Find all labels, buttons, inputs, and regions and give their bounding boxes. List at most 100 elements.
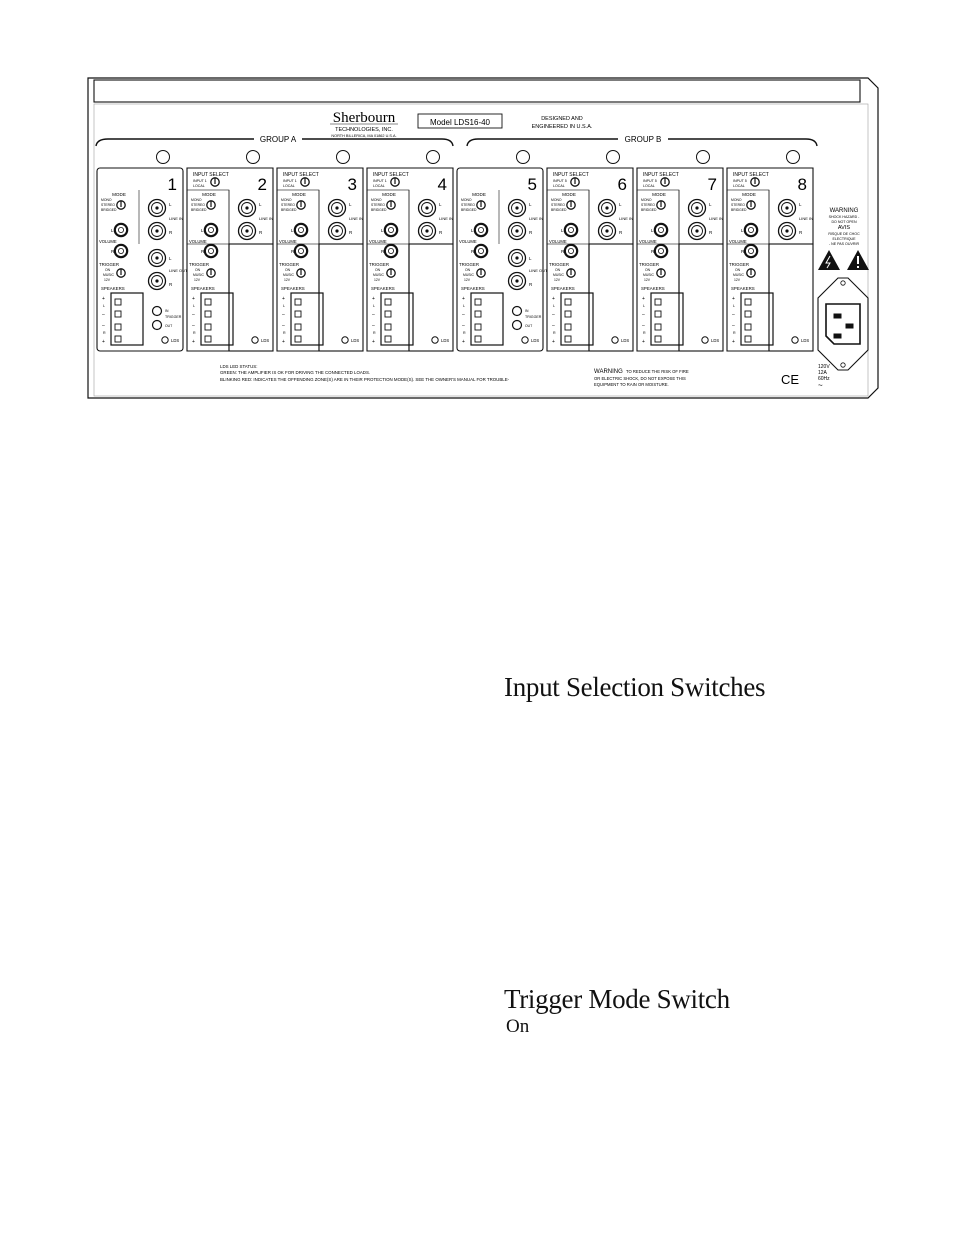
mount-screw bbox=[786, 150, 800, 164]
line-in-l-jack[interactable] bbox=[777, 198, 797, 218]
speaker-terminal-block[interactable] bbox=[110, 292, 144, 346]
line-in-r-jack[interactable] bbox=[597, 221, 617, 241]
speaker-plus-label: + bbox=[552, 296, 555, 302]
input-select-switch[interactable] bbox=[300, 177, 310, 187]
mount-screw bbox=[246, 150, 260, 164]
mode-switch[interactable] bbox=[566, 200, 576, 210]
line-in-label: LINE IN bbox=[439, 216, 453, 221]
line-out-r-jack[interactable] bbox=[147, 271, 167, 291]
speaker-terminal-block[interactable] bbox=[650, 292, 684, 346]
volume-r-knob[interactable] bbox=[563, 243, 579, 259]
line-in-r-jack[interactable] bbox=[777, 221, 797, 241]
line-out-r-label: R bbox=[529, 282, 533, 287]
line-in-r-jack[interactable] bbox=[237, 221, 257, 241]
speaker-minus-label: – bbox=[642, 312, 645, 318]
speaker-terminal-block[interactable] bbox=[560, 292, 594, 346]
trigger-mode-switch[interactable] bbox=[116, 268, 126, 278]
volume-l-knob[interactable] bbox=[113, 222, 129, 238]
mode-label: MODE bbox=[202, 192, 216, 197]
speaker-plus-label-2: + bbox=[102, 339, 105, 345]
power-inlet[interactable] bbox=[817, 277, 869, 371]
panel-frame bbox=[87, 77, 879, 399]
input-source-label: INPUT 1 bbox=[373, 179, 387, 183]
line-in-r-jack[interactable] bbox=[417, 221, 437, 241]
line-in-r-jack[interactable] bbox=[687, 221, 707, 241]
mode-switch[interactable] bbox=[746, 200, 756, 210]
svg-text:WARNING: WARNING bbox=[594, 369, 623, 375]
volume-l-knob[interactable] bbox=[473, 222, 489, 238]
mono-label: MONO bbox=[641, 198, 652, 202]
channel-number: 8 bbox=[798, 175, 807, 194]
svg-text:- NE PAS OUVRIR: - NE PAS OUVRIR bbox=[829, 242, 859, 246]
volume-r-knob[interactable] bbox=[293, 243, 309, 259]
line-in-r-jack[interactable] bbox=[147, 221, 167, 241]
speaker-minus-label-2: – bbox=[192, 323, 195, 329]
line-in-l-jack[interactable] bbox=[597, 198, 617, 218]
line-in-r-label: R bbox=[619, 230, 623, 235]
line-in-l-jack[interactable] bbox=[417, 198, 437, 218]
volume-l-knob[interactable] bbox=[653, 222, 669, 238]
line-in-l-jack[interactable] bbox=[507, 198, 527, 218]
mode-switch[interactable] bbox=[206, 200, 216, 210]
speaker-terminal-block[interactable] bbox=[470, 292, 504, 346]
line-in-l-jack[interactable] bbox=[687, 198, 707, 218]
line-in-l-jack[interactable] bbox=[327, 198, 347, 218]
speaker-terminal-block[interactable] bbox=[380, 292, 414, 346]
input-select-switch[interactable] bbox=[660, 177, 670, 187]
trigger-mode-switch[interactable] bbox=[566, 268, 576, 278]
volume-r-knob[interactable] bbox=[473, 243, 489, 259]
volume-r-knob[interactable] bbox=[653, 243, 669, 259]
lds-status-text: LDS LED STATUS: GREEN: THE AMPLIFIER IS … bbox=[220, 364, 510, 382]
trigger-mode-switch[interactable] bbox=[386, 268, 396, 278]
mode-switch[interactable] bbox=[116, 200, 126, 210]
volume-l-knob[interactable] bbox=[563, 222, 579, 238]
volume-l-knob[interactable] bbox=[293, 222, 309, 238]
trigger-in-jack[interactable] bbox=[511, 305, 523, 317]
volume-l-knob[interactable] bbox=[383, 222, 399, 238]
speaker-r-label: R bbox=[193, 331, 196, 335]
mode-switch[interactable] bbox=[386, 200, 396, 210]
input-select-switch[interactable] bbox=[570, 177, 580, 187]
mode-switch[interactable] bbox=[296, 200, 306, 210]
trigger-mode-switch[interactable] bbox=[746, 268, 756, 278]
volume-r-knob[interactable] bbox=[743, 243, 759, 259]
lds-label: LDS bbox=[621, 338, 629, 343]
input-select-switch[interactable] bbox=[390, 177, 400, 187]
lds-led-indicator bbox=[701, 336, 709, 344]
mode-label: MODE bbox=[652, 192, 666, 197]
line-out-r-jack[interactable] bbox=[507, 271, 527, 291]
stereo-label: STEREO bbox=[551, 203, 565, 207]
trigger-in-jack[interactable] bbox=[151, 305, 163, 317]
volume-l-knob[interactable] bbox=[203, 222, 219, 238]
speaker-terminal-block[interactable] bbox=[200, 292, 234, 346]
line-out-l-jack[interactable] bbox=[147, 248, 167, 268]
trigger-in-label: IN bbox=[165, 309, 169, 313]
trigger-mode-switch[interactable] bbox=[656, 268, 666, 278]
line-in-r-jack[interactable] bbox=[327, 221, 347, 241]
line-in-label: LINE IN bbox=[619, 216, 633, 221]
lds-label: LDS bbox=[441, 338, 449, 343]
line-out-l-jack[interactable] bbox=[507, 248, 527, 268]
speaker-r-label: R bbox=[103, 331, 106, 335]
mode-switch[interactable] bbox=[476, 200, 486, 210]
line-in-l-jack[interactable] bbox=[237, 198, 257, 218]
local-label: LOCAL bbox=[733, 184, 745, 188]
input-source-label: INPUT 1 bbox=[193, 179, 207, 183]
trigger-out-jack[interactable] bbox=[511, 319, 523, 331]
speaker-terminal-block[interactable] bbox=[290, 292, 324, 346]
input-select-switch[interactable] bbox=[750, 177, 760, 187]
volume-r-knob[interactable] bbox=[383, 243, 399, 259]
trigger-mode-switch[interactable] bbox=[296, 268, 306, 278]
input-select-switch[interactable] bbox=[210, 177, 220, 187]
trigger-out-jack[interactable] bbox=[151, 319, 163, 331]
line-in-r-jack[interactable] bbox=[507, 221, 527, 241]
speaker-terminal-block[interactable] bbox=[740, 292, 774, 346]
speaker-minus-label-2: – bbox=[102, 323, 105, 329]
trigger-mode-switch[interactable] bbox=[476, 268, 486, 278]
trigger-mode-switch[interactable] bbox=[206, 268, 216, 278]
volume-l-knob[interactable] bbox=[743, 222, 759, 238]
line-in-l-jack[interactable] bbox=[147, 198, 167, 218]
volume-r-knob[interactable] bbox=[113, 243, 129, 259]
volume-r-knob[interactable] bbox=[203, 243, 219, 259]
mode-switch[interactable] bbox=[656, 200, 666, 210]
